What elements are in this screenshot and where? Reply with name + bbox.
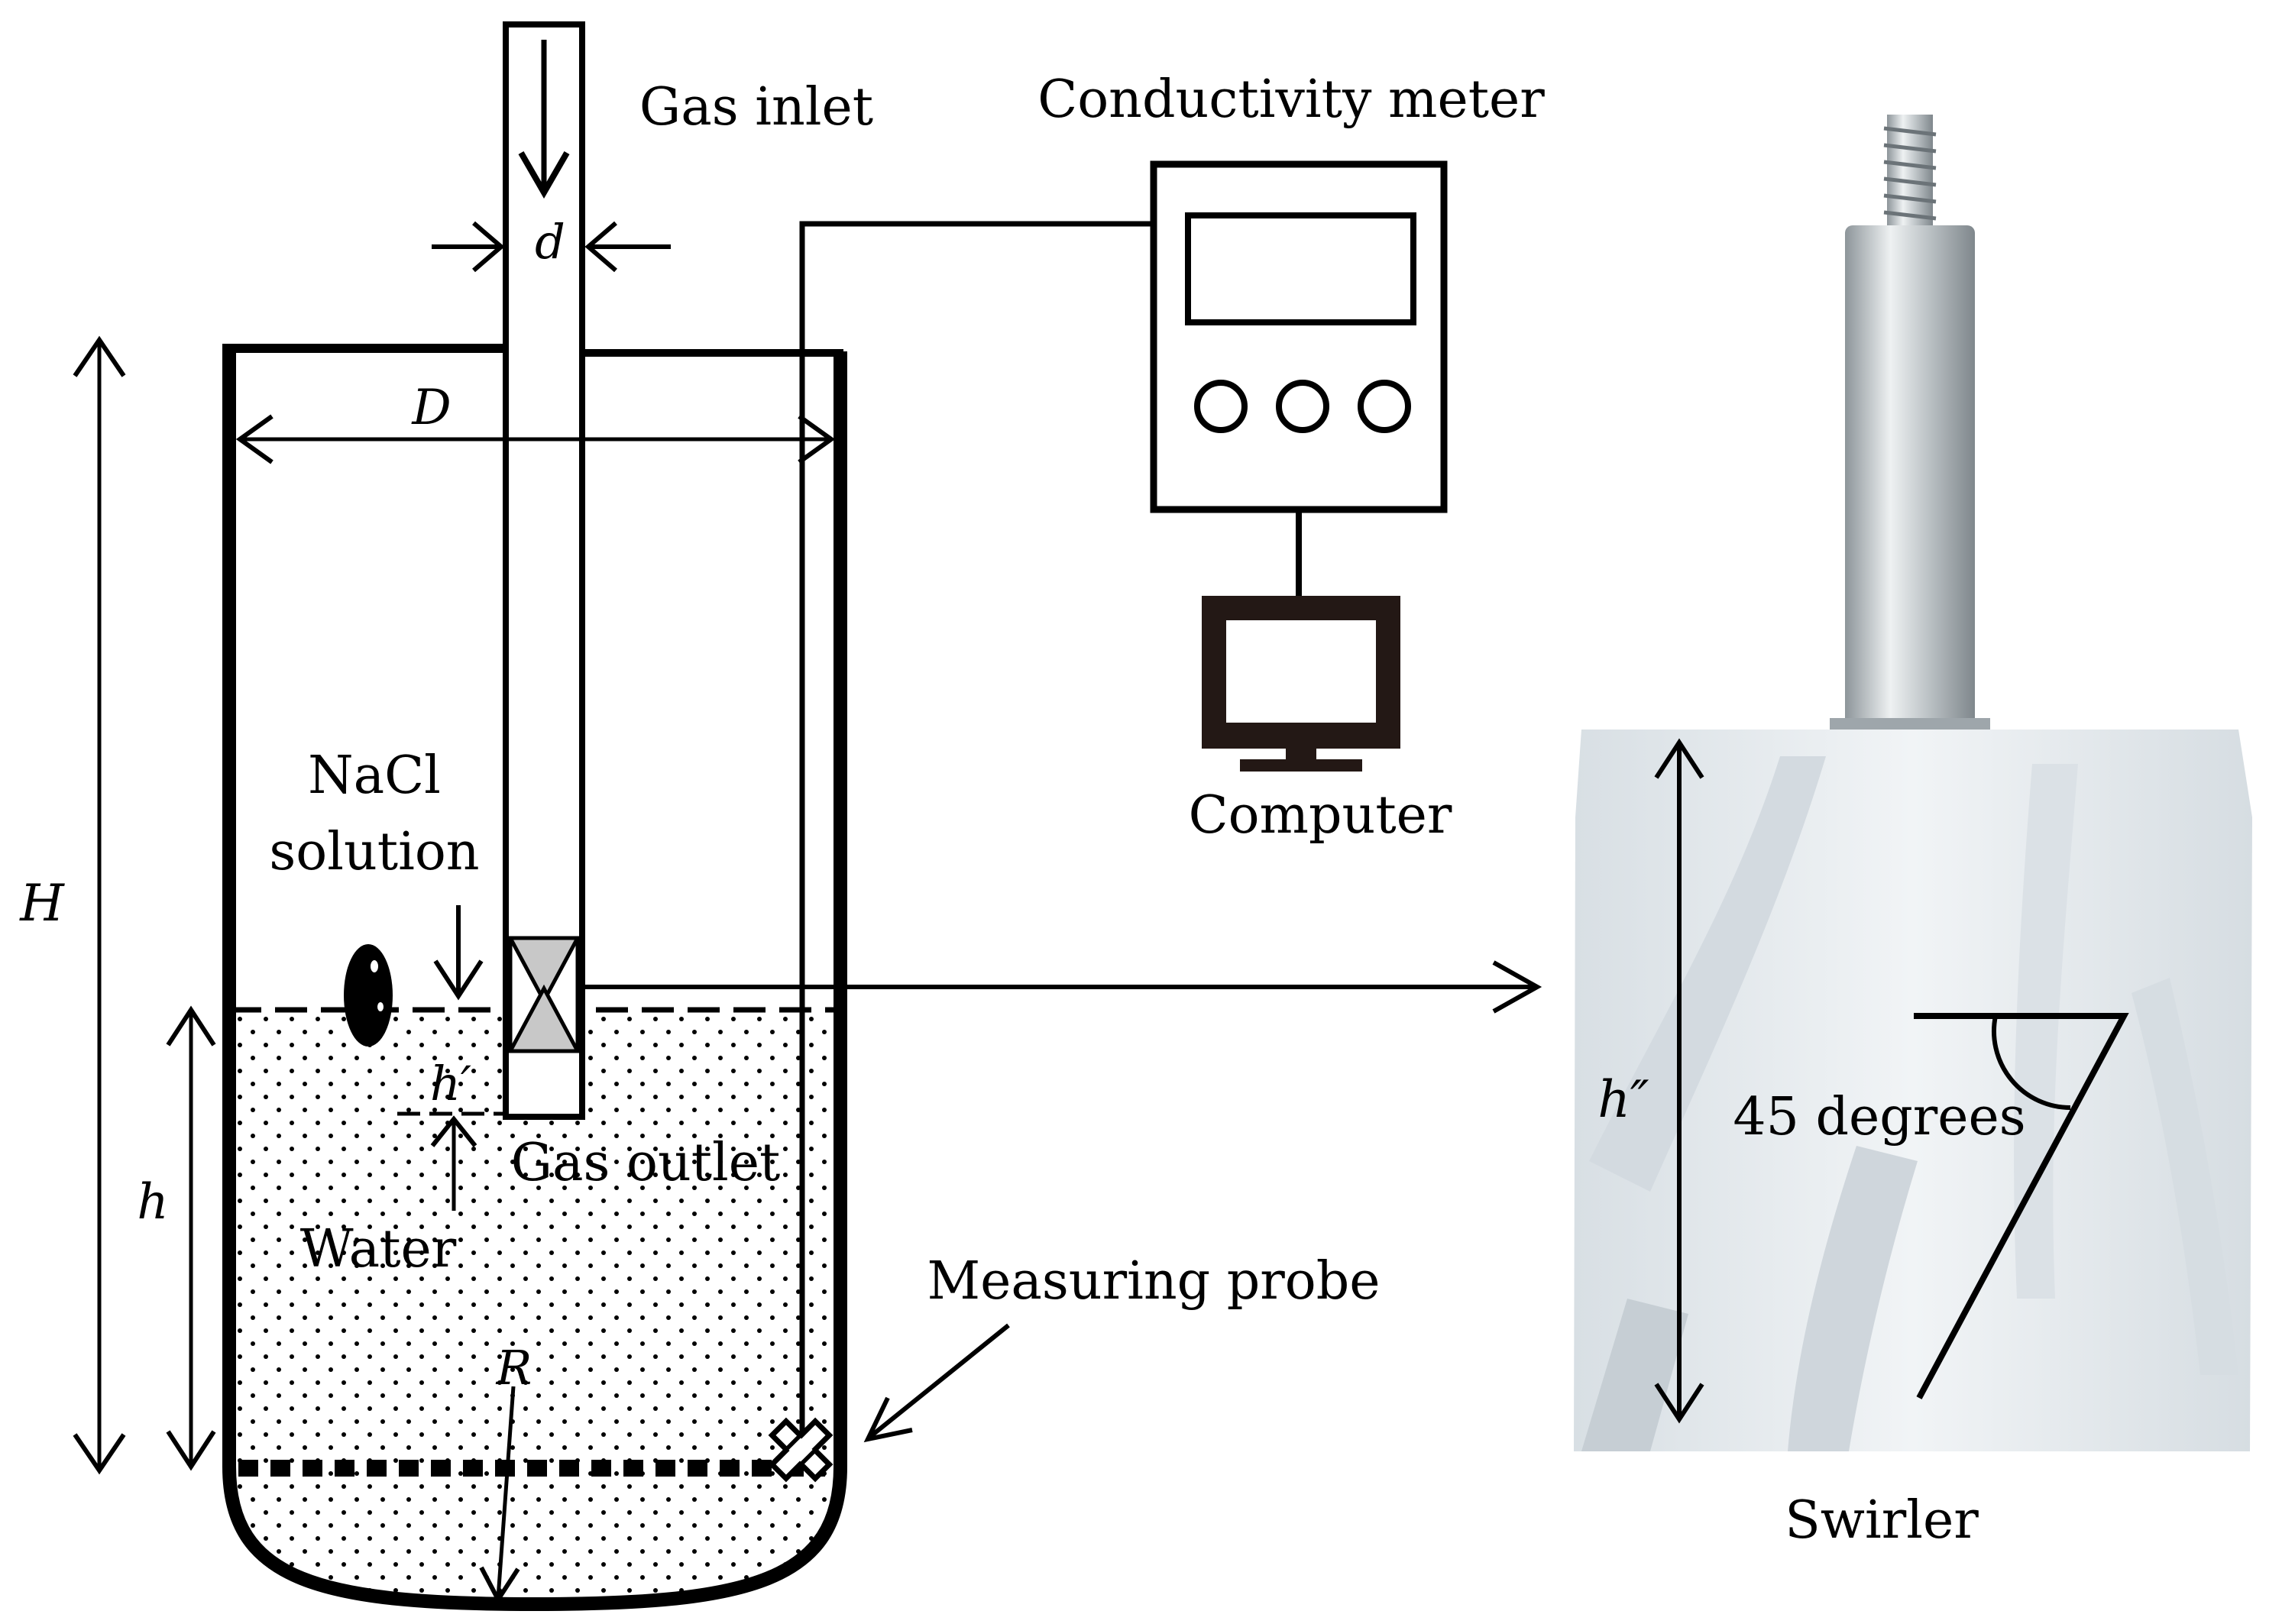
meter-knob-2 bbox=[1276, 380, 1329, 433]
swirler-pointer-arrow bbox=[582, 960, 1542, 1014]
meter-knob-1 bbox=[1194, 380, 1248, 433]
label-nacl-line2: solution bbox=[269, 822, 479, 882]
dimension-d: d bbox=[432, 214, 671, 273]
label-angle: 45 degrees bbox=[1733, 1087, 2025, 1147]
vessel-wall bbox=[222, 344, 847, 1611]
meter-knob-3 bbox=[1358, 380, 1411, 433]
label-gas-outlet: Gas outlet bbox=[511, 1133, 781, 1193]
label-measuring-probe: Measuring probe bbox=[927, 1251, 1380, 1312]
radius-R: R bbox=[479, 1340, 532, 1604]
dimension-D: D bbox=[235, 380, 836, 464]
label-computer: Computer bbox=[1189, 785, 1452, 846]
dimension-h-prime: h′ bbox=[397, 1056, 504, 1211]
label-R: R bbox=[496, 1340, 532, 1396]
label-gas-inlet: Gas inlet bbox=[639, 77, 873, 137]
nacl-droplet-icon bbox=[344, 944, 393, 1047]
water-region bbox=[229, 1008, 840, 1604]
dimension-h: h bbox=[137, 1005, 216, 1471]
gas-pipe bbox=[503, 21, 585, 1120]
label-h: h bbox=[137, 1174, 168, 1231]
label-nacl-line1: NaCl bbox=[308, 746, 441, 806]
label-swirler: Swirler bbox=[1785, 1490, 1979, 1551]
label-D: D bbox=[411, 380, 451, 436]
label-h-double-prime: h″ bbox=[1597, 1070, 1649, 1129]
dimension-H: H bbox=[19, 335, 126, 1475]
label-H: H bbox=[19, 874, 65, 933]
label-h-prime: h′ bbox=[430, 1056, 471, 1111]
angle-arc bbox=[1992, 1015, 2071, 1110]
meter-icon bbox=[1150, 160, 1448, 513]
probe-wire bbox=[799, 221, 1154, 1448]
swirler-valve-icon bbox=[507, 936, 581, 1053]
cross-probe-icon bbox=[768, 1417, 834, 1483]
label-conductivity-meter: Conductivity meter bbox=[1037, 70, 1545, 130]
monitor-icon bbox=[1202, 596, 1400, 772]
measuring-probe-arrow bbox=[863, 1323, 1010, 1443]
meter-display bbox=[1185, 212, 1416, 325]
angle-lines bbox=[1914, 1013, 2129, 1399]
label-water: Water bbox=[300, 1219, 457, 1279]
nacl-arrow bbox=[433, 905, 484, 1001]
swirler-photo bbox=[1574, 115, 2252, 1451]
label-d: d bbox=[535, 214, 565, 270]
